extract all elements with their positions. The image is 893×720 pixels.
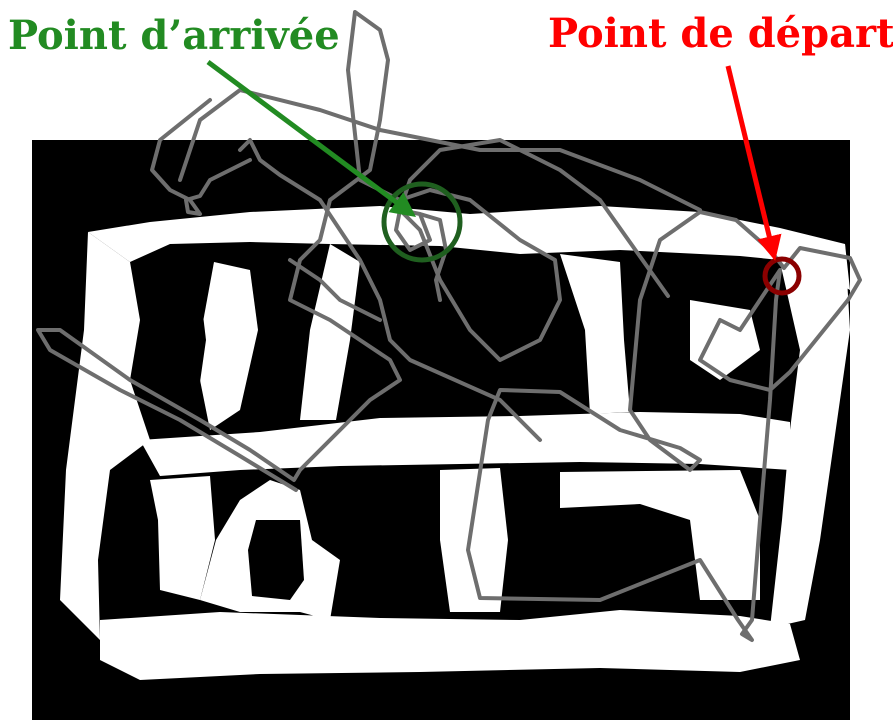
robot-trajectory — [36, 10, 862, 642]
free-space — [60, 206, 850, 680]
start-point-label: Point de départ — [548, 10, 893, 57]
end-point-label: Point d’arrivée — [8, 12, 340, 59]
end-point-marker — [381, 181, 463, 263]
start-arrow — [725, 65, 782, 261]
obstacles — [160, 290, 690, 600]
start-point-marker — [762, 256, 802, 296]
end-arrow — [206, 59, 417, 217]
